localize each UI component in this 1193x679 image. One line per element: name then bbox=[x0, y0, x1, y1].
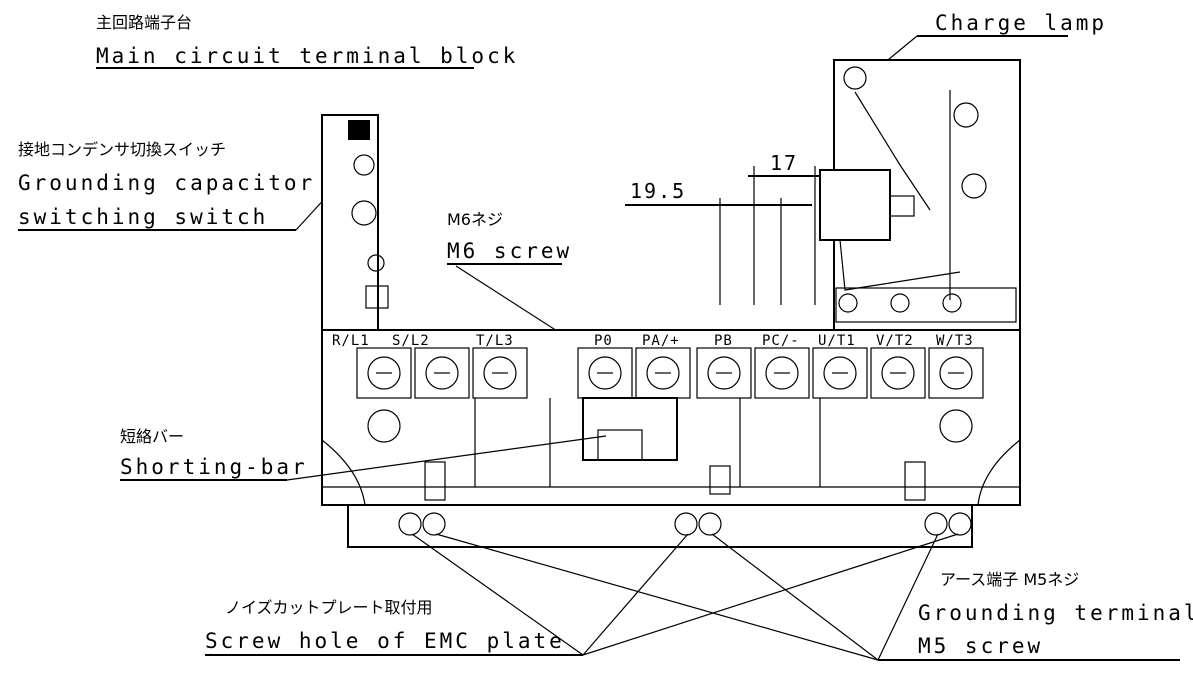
terminal-box bbox=[414, 347, 470, 399]
terminal-box bbox=[928, 347, 984, 399]
right-strip-screw-1 bbox=[838, 293, 858, 313]
relay-connector bbox=[889, 195, 915, 217]
ground-en-label-2: M5 screw bbox=[918, 634, 1043, 658]
slot-left bbox=[424, 461, 446, 501]
terminal-screw bbox=[823, 356, 857, 390]
terminal-label: U/T1 bbox=[818, 333, 856, 349]
terminal-box bbox=[696, 347, 752, 399]
terminal-screw bbox=[588, 356, 622, 390]
charge-lamp-label: Charge lamp bbox=[935, 11, 1107, 35]
terminal-box bbox=[356, 347, 412, 399]
terminal-label: P0 bbox=[594, 333, 613, 349]
grounding-cap-en-label-1: Grounding capacitor bbox=[18, 171, 315, 195]
terminal-screw bbox=[367, 356, 401, 390]
emc-leader-left bbox=[411, 533, 584, 656]
right-curve bbox=[977, 439, 1021, 506]
ground-terminal-left bbox=[422, 512, 446, 536]
left-guide-hole-2 bbox=[367, 254, 385, 272]
emc-en-label: Screw hole of EMC plate bbox=[205, 629, 565, 653]
slot-center bbox=[709, 465, 731, 495]
ground-leader-right bbox=[877, 533, 939, 661]
main-terminal-jp-label: 主回路端子台 bbox=[96, 13, 192, 32]
terminal-label: T/L3 bbox=[476, 333, 514, 349]
terminal-screw bbox=[881, 356, 915, 390]
terminal-row: R/L1 S/L2 T/L3 P0 PA/+ bbox=[332, 333, 984, 399]
terminal-u-t1: U/T1 bbox=[812, 333, 868, 399]
shorting-jp-label: 短絡バー bbox=[120, 427, 184, 446]
relay-wire bbox=[839, 239, 961, 291]
ground-terminal-center bbox=[698, 512, 722, 536]
terminal-label: S/L2 bbox=[392, 333, 430, 349]
grounding-cap-jp-label: 接地コンデンサ切換スイッチ bbox=[18, 140, 226, 159]
terminal-label: PB bbox=[714, 333, 733, 349]
terminal-label: PC/- bbox=[762, 333, 800, 349]
ground-leader-left bbox=[435, 533, 879, 661]
right-guide-screw-1 bbox=[953, 102, 979, 128]
relay-block bbox=[819, 169, 891, 241]
terminal-t-l3: T/L3 bbox=[472, 333, 528, 399]
ground-leader-center bbox=[711, 533, 879, 661]
right-strip-screw-2 bbox=[890, 293, 910, 313]
dimension-19-5: 19.5 bbox=[630, 179, 686, 203]
grounding-cap-en-label-2: switching switch bbox=[18, 205, 268, 229]
terminal-pc: PC/- bbox=[754, 333, 810, 399]
terminal-box bbox=[812, 347, 868, 399]
terminal-screw bbox=[425, 356, 459, 390]
ground-en-label-1: Grounding terminal bbox=[918, 601, 1193, 625]
terminal-s-l2: S/L2 bbox=[392, 333, 470, 399]
emc-screw-hole-right bbox=[948, 512, 972, 536]
terminal-screw bbox=[707, 356, 741, 390]
shorting-bar bbox=[582, 397, 678, 461]
ground-terminal-right bbox=[924, 512, 948, 536]
emc-leader-center bbox=[582, 533, 689, 656]
terminal-w-t3: W/T3 bbox=[928, 333, 984, 399]
terminal-label: V/T2 bbox=[876, 333, 914, 349]
emc-screw-hole-center bbox=[674, 512, 698, 536]
terminal-pb: PB bbox=[696, 333, 752, 399]
left-ground-screw bbox=[367, 409, 401, 443]
terminal-screw bbox=[765, 356, 799, 390]
terminal-label: PA/+ bbox=[642, 333, 680, 349]
emc-screw-hole-left bbox=[398, 512, 422, 536]
terminal-screw bbox=[483, 356, 517, 390]
grounding-cap-switch bbox=[348, 120, 370, 140]
m6-jp-label: M6ネジ bbox=[447, 210, 503, 229]
left-guide-body bbox=[321, 114, 379, 331]
right-strip-screw-3 bbox=[942, 293, 962, 313]
terminal-p0: P0 bbox=[577, 333, 633, 399]
right-screw-strip bbox=[835, 287, 1017, 323]
terminal-label: W/T3 bbox=[936, 333, 974, 349]
main-terminal-en-label: Main circuit terminal block bbox=[96, 44, 518, 68]
m6-en-label: M6 screw bbox=[447, 239, 572, 263]
left-guide-block bbox=[365, 285, 389, 309]
terminal-label: R/L1 bbox=[332, 333, 370, 349]
right-guide-screw-2 bbox=[961, 173, 987, 199]
charge-lamp bbox=[843, 66, 867, 90]
terminal-box bbox=[472, 347, 528, 399]
terminal-screw bbox=[646, 356, 680, 390]
terminal-v-t2: V/T2 bbox=[870, 333, 926, 399]
right-ground-screw bbox=[939, 409, 973, 443]
charge-lamp-wire bbox=[854, 91, 931, 211]
left-guide-screw bbox=[351, 200, 377, 226]
shorting-leader bbox=[286, 435, 607, 481]
ground-jp-label: アース端子 M5ネジ bbox=[940, 570, 1079, 589]
terminal-screw bbox=[939, 356, 973, 390]
dimension-17: 17 bbox=[770, 151, 798, 175]
emc-leader-right bbox=[582, 533, 959, 656]
left-guide-hole bbox=[353, 154, 375, 176]
terminal-box bbox=[870, 347, 926, 399]
shorting-en-label: Shorting-bar bbox=[120, 455, 308, 479]
emc-jp-label: ノイズカットプレート取付用 bbox=[225, 598, 433, 617]
shorting-bar-plate bbox=[597, 429, 643, 461]
terminal-r-l1: R/L1 bbox=[332, 333, 412, 399]
terminal-box bbox=[754, 347, 810, 399]
emc-plate bbox=[347, 504, 973, 548]
slot-right bbox=[904, 461, 926, 501]
